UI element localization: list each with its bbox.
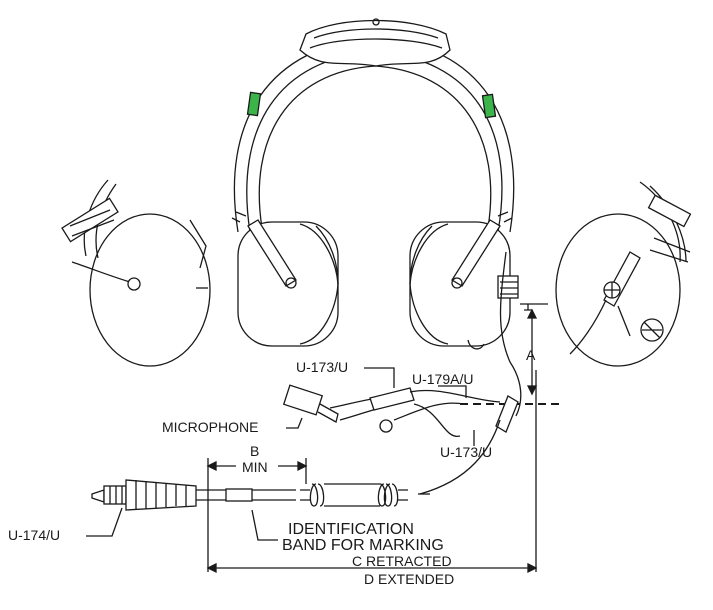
label-u173-bottom: U-173/U [440, 444, 492, 460]
label-dim-b-min: MIN [242, 459, 268, 475]
label-d-extended: D EXTENDED [364, 571, 454, 587]
headset-cord [419, 251, 522, 495]
microphone-body [282, 384, 324, 416]
microphone-assembly [282, 384, 501, 437]
left-side-view [61, 179, 211, 367]
dimension-a [460, 303, 560, 572]
left-slider-green [246, 91, 262, 117]
label-dim-a: A [526, 347, 536, 363]
right-slider-green [481, 93, 497, 119]
dimension-b [206, 458, 308, 572]
label-identification-line2: BAND FOR MARKING [282, 537, 444, 554]
lower-cord [91, 479, 430, 511]
label-identification-line1: IDENTIFICATION [288, 521, 414, 538]
label-u173-top: U-173/U [296, 359, 348, 375]
left-earcup [237, 219, 339, 347]
label-c-retracted: C RETRACTED [352, 553, 452, 569]
dimension-cd [206, 562, 538, 574]
plug-strain-relief [125, 479, 197, 511]
right-earcup [409, 219, 519, 350]
label-u174: U-174/U [8, 527, 60, 543]
leader-lines [86, 367, 475, 541]
identification-band [225, 488, 253, 502]
label-dim-b: B [250, 443, 259, 459]
label-u179a: U-179A/U [412, 371, 473, 387]
label-microphone: MICROPHONE [162, 419, 258, 435]
labels: U-173/U U-179A/U MICROPHONE U-173/U A B … [8, 347, 536, 587]
right-side-view [555, 181, 692, 367]
headband [231, 18, 515, 233]
